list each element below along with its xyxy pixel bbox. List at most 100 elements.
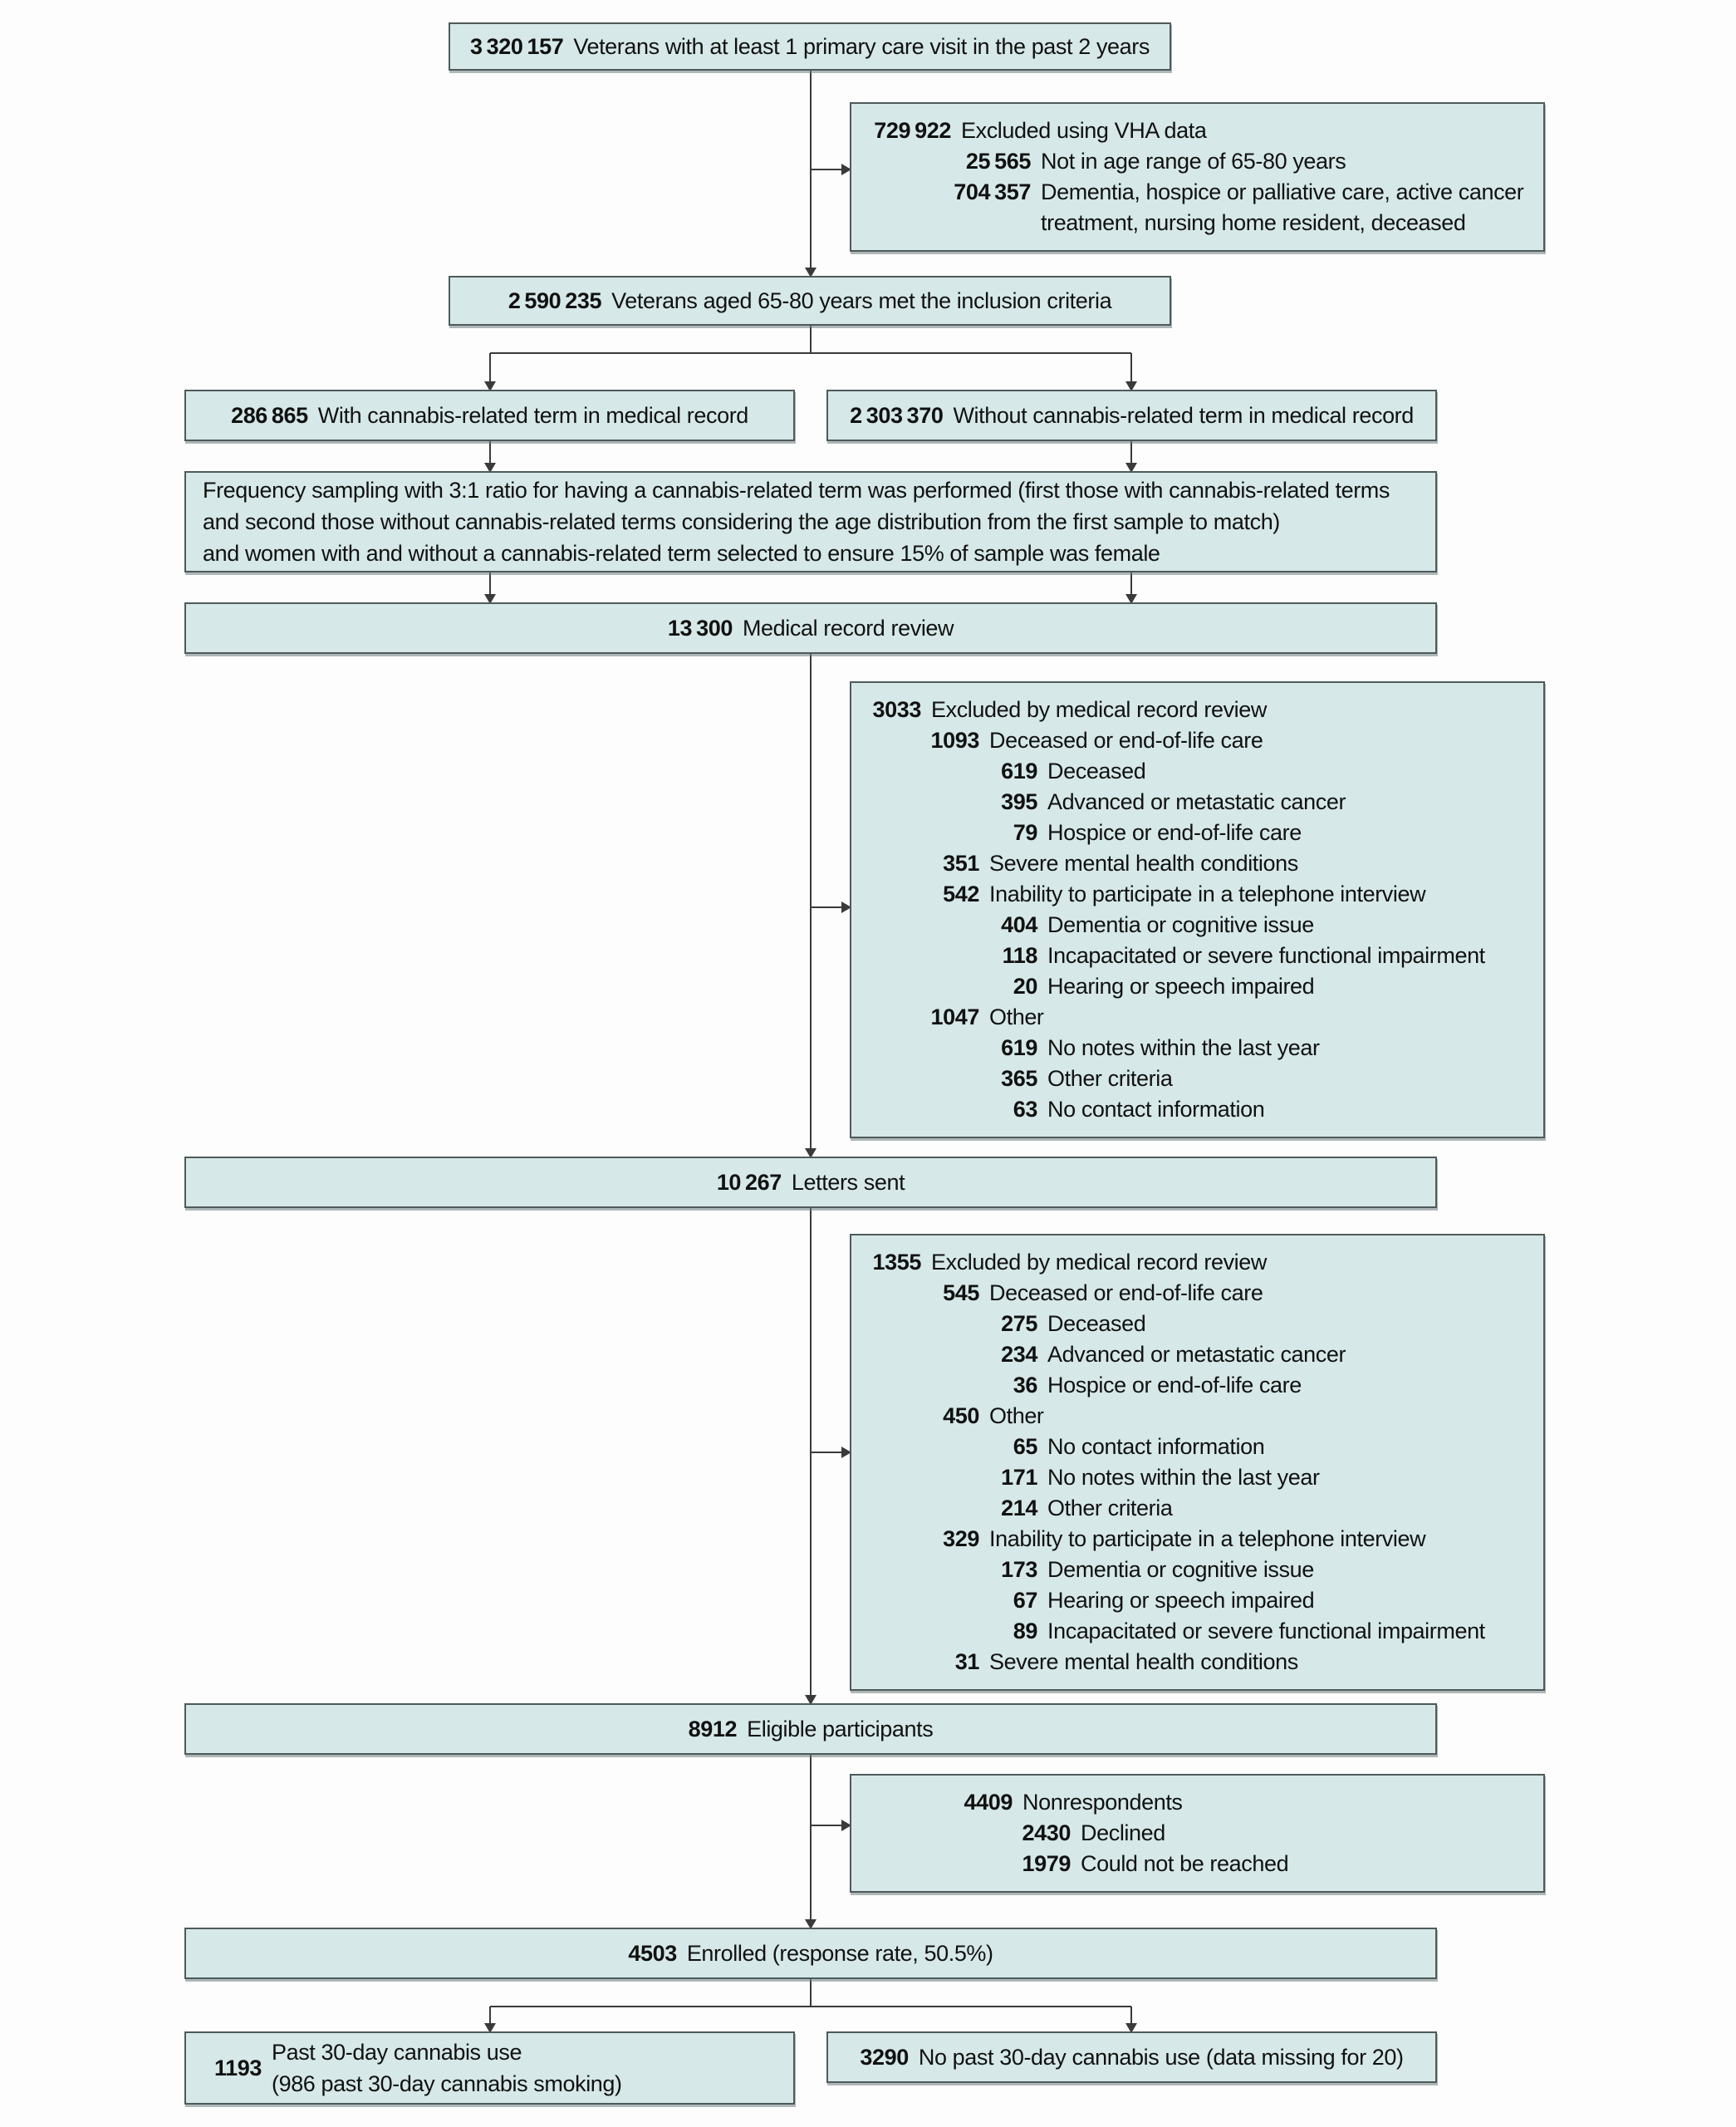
sampling-text-line: and second those without cannabis-relate… [203,506,1419,538]
row-number: 4409 [964,1790,1013,1815]
row-number: 1979 [1022,1851,1072,1876]
exclusion-row: 2430 Declined [959,1818,1527,1849]
row-text: No notes within the last year [1047,1465,1320,1490]
row-text: Deceased [1047,759,1146,784]
row-text: Incapacitated or severe functional impai… [1047,1619,1485,1643]
row-number: 214 [1001,1496,1037,1520]
exclusion-row: 118 Incapacitated or severe functional i… [868,941,1527,971]
node-past-30-day-use: 1193 Past 30-day cannabis use (986 past … [184,2031,795,2105]
exclusion-row: 234 Advanced or metastatic cancer [868,1339,1527,1370]
row-text: Hearing or speech impaired [1047,974,1315,999]
node-count: 13 300 [667,615,733,641]
node-count: 10 267 [716,1169,782,1195]
row-text: Dementia or cognitive issue [1047,1557,1314,1582]
row-text: Other criteria [1047,1496,1173,1520]
row-number: 351 [943,851,979,876]
row-text: Deceased or end-of-life care [989,728,1263,753]
row-text: Deceased [1047,1311,1146,1336]
node-count: 1193 [214,2055,262,2080]
row-number: 545 [943,1280,979,1305]
exclusion-box-record-review-2: 1355 Excluded by medical record review 5… [850,1234,1545,1691]
node-letters-sent: 10 267 Letters sent [184,1157,1437,1208]
exclusion-row: 1979 Could not be reached [959,1849,1527,1879]
row-text: Incapacitated or severe functional impai… [1047,943,1485,968]
row-number: 619 [1001,1035,1037,1060]
exclusion-row: 1047 Other [868,1002,1527,1033]
exclusion-row: 329 Inability to participate in a teleph… [868,1524,1527,1555]
node-label: Past 30-day cannabis use [271,2040,522,2065]
sampling-text-line: and women with and without a cannabis-re… [203,538,1419,569]
row-number: 1093 [930,728,980,753]
exclusion-row: 89 Incapacitated or severe functional im… [868,1616,1527,1647]
node-label: Enrolled (response rate, 50.5%) [686,1940,993,1966]
row-text: Deceased or end-of-life care [989,1280,1263,1305]
node-label: Veterans aged 65-80 years met the inclus… [611,287,1112,313]
row-number: 36 [1013,1373,1038,1398]
exclusion-row: 1355 Excluded by medical record review [868,1247,1527,1278]
exclusion-row: 214 Other criteria [868,1493,1527,1524]
exclusion-row: 4409 Nonrespondents [959,1787,1527,1818]
exclusion-row: 351 Severe mental health conditions [868,848,1527,879]
node-label: Without cannabis-related term in medical… [953,402,1414,428]
exclusion-row: 619 No notes within the last year [868,1033,1527,1064]
row-number: 619 [1001,759,1037,784]
node-label: Medical record review [742,615,954,641]
exclusion-row: 67 Hearing or speech impaired [868,1585,1527,1616]
row-text: Could not be reached [1081,1851,1289,1876]
row-text: Dementia or cognitive issue [1047,912,1314,937]
row-number: 3033 [872,697,922,722]
row-number: 20 [1013,974,1038,999]
exclusion-row: 36 Hospice or end-of-life care [868,1370,1527,1401]
row-number: 450 [943,1403,979,1428]
row-text: No contact information [1047,1434,1265,1459]
row-number: 404 [1001,912,1037,937]
exclusion-row: 65 No contact information [868,1432,1527,1462]
node-count: 286 865 [231,402,308,428]
row-text: Excluded using VHA data [961,118,1207,143]
node-population: 3 320 157 Veterans with at least 1 prima… [449,22,1171,71]
node-count: 4503 [628,1940,677,1966]
row-text: Declined [1081,1820,1165,1845]
exclusion-row: 450 Other [868,1401,1527,1432]
row-number: 329 [943,1526,979,1551]
exclusion-row: 619 Deceased [868,756,1527,787]
exclusion-row: 275 Deceased [868,1309,1527,1339]
exclusion-row: 20 Hearing or speech impaired [868,971,1527,1002]
node-eligible-participants: 8912 Eligible participants [184,1703,1437,1755]
exclusion-row: 173 Dementia or cognitive issue [868,1555,1527,1585]
row-number: 1047 [930,1005,980,1029]
sampling-text-line: Frequency sampling with 3:1 ratio for ha… [203,474,1419,506]
row-text: No notes within the last year [1047,1035,1320,1060]
row-text: Dementia, hospice or palliative care, ac… [1041,179,1524,235]
exclusion-row: 395 Advanced or metastatic cancer [868,787,1527,818]
exclusion-row: 542 Inability to participate in a teleph… [868,879,1527,910]
row-text: Hospice or end-of-life care [1047,820,1302,845]
node-count: 2 303 370 [850,402,944,428]
row-number: 63 [1013,1097,1038,1122]
row-number: 729 922 [874,118,951,143]
exclusion-row: 25 565 Not in age range of 65-80 years [868,146,1527,177]
row-number: 1355 [872,1250,922,1275]
row-number: 365 [1001,1066,1037,1091]
exclusion-box-record-review-1: 3033 Excluded by medical record review 1… [850,681,1545,1138]
row-number: 65 [1013,1434,1038,1459]
node-medical-record-review: 13 300 Medical record review [184,602,1437,654]
line-text: Frequency sampling with 3:1 ratio for ha… [203,478,1390,503]
node-count: 2 590 235 [508,287,602,313]
exclusion-row: 545 Deceased or end-of-life care [868,1278,1527,1309]
node-frequency-sampling: Frequency sampling with 3:1 ratio for ha… [184,471,1437,572]
line-text: and second those without cannabis-relate… [203,509,1280,534]
node-label: Veterans with at least 1 primary care vi… [573,33,1150,59]
node-sublabel: (986 past 30-day cannabis smoking) [271,2071,622,2096]
row-number: 25 565 [965,149,1031,174]
row-text: Inability to participate in a telephone … [989,882,1426,906]
row-text: Inability to participate in a telephone … [989,1526,1426,1551]
exclusion-row: 31 Severe mental health conditions [868,1647,1527,1678]
row-number: 79 [1013,820,1038,845]
exclusion-row: 365 Other criteria [868,1064,1527,1094]
exclusion-row: 729 922 Excluded using VHA data [868,115,1527,146]
row-number: 67 [1013,1588,1038,1613]
row-number: 89 [1013,1619,1038,1643]
row-text: Severe mental health conditions [989,851,1298,876]
row-text: Other criteria [1047,1066,1173,1091]
